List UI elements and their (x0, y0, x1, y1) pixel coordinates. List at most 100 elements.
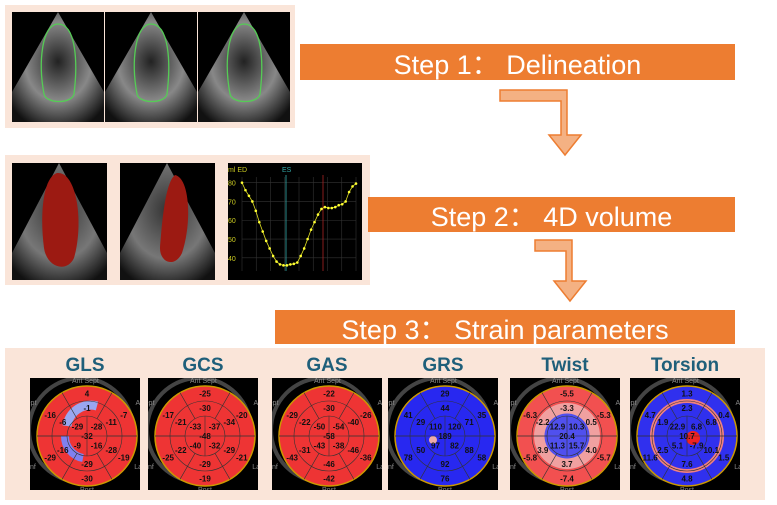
apical-segment-value: -28 (91, 422, 103, 431)
orientation-label: Ant (377, 400, 382, 407)
apical-segment-value: -43 (314, 442, 326, 451)
volume-point (333, 205, 337, 209)
basal-segment-value: 35 (477, 411, 486, 420)
bullseye-title-torsion: Torsion (650, 355, 720, 376)
mid-segment-value: 10.1 (703, 446, 719, 455)
apical-segment-value: -32 (209, 442, 221, 451)
delineation-echo-image (12, 12, 104, 122)
apical-segment-value: 11.3 (550, 442, 566, 451)
orientation-label: Post (80, 487, 94, 490)
mid-segment-value: -11 (106, 418, 118, 427)
orientation-label: Post (680, 487, 694, 490)
basal-segment-value: -21 (236, 453, 248, 462)
volume-point (282, 264, 285, 267)
volume-point (299, 254, 303, 258)
apex-value: -48 (199, 432, 211, 441)
basal-segment-value: 1.5 (718, 453, 730, 462)
mid-segment-value: -6 (59, 418, 67, 427)
basal-segment-value: -7.4 (560, 475, 574, 484)
orientation-label: Ant Sept (190, 378, 217, 385)
apical-segment-value: -29 (72, 422, 84, 431)
orientation-label: Post (322, 487, 336, 490)
mid-segment-value: -29 (81, 460, 93, 469)
volume-point (278, 263, 282, 266)
orientation-label: Lat (134, 464, 140, 471)
volume-point (344, 200, 347, 203)
mid-segment-value: 3.9 (537, 446, 549, 455)
4d-volume-image-2 (120, 163, 215, 280)
bullseye-plot-gas: -22-26-36-42-43-29-30-40-46-46-31-22-50-… (272, 378, 382, 490)
mid-segment-value: -22 (299, 418, 311, 427)
mid-segment-value: 29 (416, 418, 425, 427)
volume-point (295, 261, 299, 264)
basal-segment-value: -17 (162, 411, 174, 420)
bullseye-title-gas: GAS (306, 355, 348, 376)
mid-segment-value: -40 (347, 418, 359, 427)
volume-point (292, 262, 296, 266)
volume-point (289, 263, 292, 266)
orientation-label: Ant (615, 400, 620, 407)
orientation-label: Ant (135, 400, 140, 407)
orientation-label: Lat (734, 464, 740, 471)
apical-segment-value: -50 (314, 422, 326, 431)
mid-segment-value: 4.0 (586, 446, 598, 455)
mid-segment-value: 0.5 (586, 418, 598, 427)
basal-segment-value: 4 (85, 390, 90, 399)
mid-segment-value: -28 (105, 446, 117, 455)
apical-segment-value: 6.8 (691, 422, 703, 431)
volume-point (316, 213, 320, 216)
mid-segment-value: 7.6 (681, 460, 693, 469)
volume-point (313, 220, 316, 224)
orientation-label: Post (560, 487, 574, 490)
volume-point (254, 209, 258, 213)
delineation-echo-image (198, 12, 290, 122)
orientation-label: Ant (735, 400, 740, 407)
apex-value: 10.7 (679, 432, 695, 441)
basal-segment-value: 4.8 (681, 475, 693, 484)
volume-point (327, 206, 330, 210)
basal-segment-value: 11.6 (643, 453, 659, 462)
step-2-label: Step 2： 4D volume (430, 202, 673, 232)
apex-value: 20.4 (559, 432, 575, 441)
mid-segment-value: -46 (323, 460, 335, 469)
mid-segment-value: 2.3 (681, 404, 693, 413)
basal-segment-value: 58 (477, 453, 486, 462)
apical-segment-value: -40 (190, 442, 202, 451)
mid-segment-value: 44 (441, 404, 450, 413)
delineation-echo-image (105, 12, 197, 122)
volume-point (340, 202, 344, 206)
mid-segment-value: -3.3 (560, 404, 574, 413)
volume-point (244, 188, 247, 192)
mid-segment-value: 6.8 (706, 418, 718, 427)
basal-segment-value: 41 (404, 411, 413, 420)
basal-segment-value: -6.3 (523, 411, 537, 420)
apical-segment-value: -38 (333, 442, 345, 451)
basal-segment-value: -30 (81, 475, 93, 484)
volume-point (251, 200, 254, 203)
apical-segment-value: -7.9 (690, 442, 704, 451)
y-tick-label: 80 (228, 181, 236, 188)
volume-point (264, 239, 268, 243)
y-tick-label: 40 (228, 256, 236, 263)
apical-segment-value: 110 (429, 422, 442, 431)
bullseye-plot-gls: 4-7-19-30-29-16-1-11-28-29-16-6-29-28-16… (30, 378, 140, 490)
apical-segment-value: -54 (333, 422, 345, 431)
mid-segment-value: 3.7 (561, 460, 573, 469)
apex-value: 189 (438, 432, 452, 441)
basal-segment-value: -16 (44, 411, 56, 420)
volume-point (323, 205, 327, 209)
mid-segment-value: 71 (465, 418, 474, 427)
mid-segment-value: 50 (416, 446, 425, 455)
bullseye-title-gcs: GCS (182, 355, 224, 376)
orientation-label: Sept (30, 400, 37, 407)
orientation-label: Inf (630, 464, 636, 471)
apical-segment-value: 12.9 (550, 422, 566, 431)
volume-point (240, 181, 244, 184)
basal-segment-value: 1.3 (681, 390, 693, 399)
orientation-label: Post (198, 487, 212, 490)
basal-segment-value: 78 (404, 453, 413, 462)
mid-segment-value: -29 (199, 460, 211, 469)
mid-segment-value: -21 (175, 418, 187, 427)
